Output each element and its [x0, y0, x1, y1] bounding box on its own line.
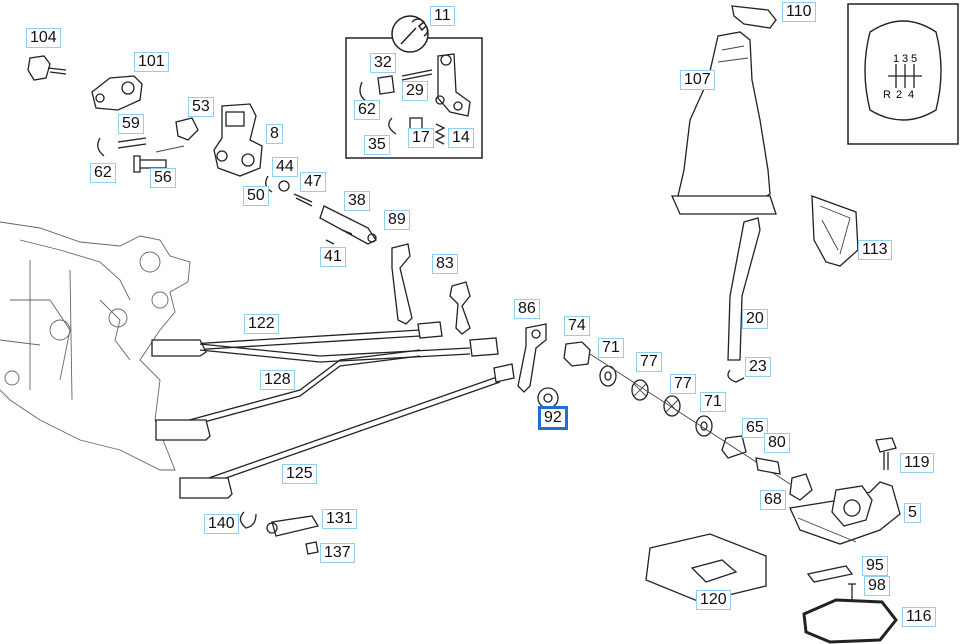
gear-pattern-lines	[888, 64, 922, 88]
callout-83[interactable]: 83	[432, 254, 458, 274]
shaft-38	[319, 205, 377, 245]
plate-95	[806, 565, 854, 583]
gear-bottom-r: R	[883, 89, 891, 101]
callout-71-lower[interactable]: 71	[700, 392, 726, 412]
callout-77-upper[interactable]: 77	[636, 352, 662, 372]
shift-knob-110	[731, 5, 777, 29]
shift-pattern-inset	[847, 3, 959, 145]
bolt-104	[27, 55, 67, 81]
callout-98[interactable]: 98	[864, 576, 890, 596]
callout-71-upper[interactable]: 71	[598, 338, 624, 358]
bracket-101	[91, 75, 143, 111]
callout-80[interactable]: 80	[764, 433, 790, 453]
gear-bottom-4: 4	[908, 89, 914, 101]
shifter-base-5	[789, 473, 901, 545]
cover-120	[645, 533, 767, 603]
pin-80	[755, 457, 781, 475]
gear-top-1: 1	[893, 53, 899, 65]
rod-128	[155, 349, 421, 441]
callout-20[interactable]: 20	[742, 309, 768, 329]
callout-29[interactable]: 29	[402, 81, 428, 101]
callout-131[interactable]: 131	[322, 509, 357, 529]
gasket-116	[802, 598, 898, 644]
callout-50[interactable]: 50	[243, 186, 269, 206]
callout-113[interactable]: 113	[858, 240, 892, 260]
callout-101[interactable]: 101	[134, 52, 169, 72]
callout-122[interactable]: 122	[244, 314, 279, 334]
rod-125	[179, 363, 515, 499]
shift-lever-20	[727, 217, 761, 383]
shift-boot-107	[670, 31, 777, 215]
callout-41[interactable]: 41	[320, 247, 346, 267]
callout-116[interactable]: 116	[902, 607, 936, 627]
gear-top-3: 3	[902, 53, 908, 65]
rod-end-131	[266, 515, 320, 537]
callout-56[interactable]: 56	[150, 168, 176, 188]
callout-128[interactable]: 128	[260, 370, 295, 390]
callout-107[interactable]: 107	[680, 70, 715, 90]
bolt-119	[875, 437, 897, 470]
callout-125[interactable]: 125	[282, 464, 317, 484]
selector-housing-8	[175, 103, 263, 177]
callout-23[interactable]: 23	[745, 357, 771, 377]
callout-38[interactable]: 38	[344, 191, 370, 211]
callout-47[interactable]: 47	[300, 172, 326, 192]
clip-140	[239, 511, 257, 529]
wrench-icon	[400, 18, 429, 45]
callout-8[interactable]: 8	[266, 124, 283, 144]
callout-59[interactable]: 59	[118, 114, 144, 134]
callout-120[interactable]: 120	[696, 590, 731, 610]
callout-89[interactable]: 89	[384, 210, 410, 230]
rod-122	[151, 321, 499, 363]
lever-89	[391, 243, 413, 325]
bushing-92	[537, 387, 559, 409]
callout-95[interactable]: 95	[862, 556, 888, 576]
callout-35[interactable]: 35	[364, 135, 390, 155]
screw-98	[848, 583, 856, 600]
callout-92-selected[interactable]: 92	[538, 406, 568, 430]
gear-top-5: 5	[911, 53, 917, 65]
callout-104[interactable]: 104	[26, 28, 61, 48]
callout-5[interactable]: 5	[904, 503, 921, 523]
callout-74[interactable]: 74	[564, 316, 590, 336]
nut-137	[305, 541, 319, 555]
callout-110[interactable]: 110	[782, 2, 816, 22]
callout-119[interactable]: 119	[900, 453, 934, 473]
lever-86	[517, 323, 547, 393]
callout-17[interactable]: 17	[408, 128, 434, 148]
callout-68[interactable]: 68	[760, 490, 786, 510]
callout-140[interactable]: 140	[204, 514, 239, 534]
callout-32[interactable]: 32	[370, 53, 396, 73]
lever-83	[449, 281, 471, 335]
callout-65[interactable]: 65	[742, 418, 768, 438]
callout-137[interactable]: 137	[320, 543, 355, 563]
callout-86[interactable]: 86	[514, 299, 540, 319]
callout-44[interactable]: 44	[272, 157, 298, 177]
gear-bottom-2: 2	[896, 89, 902, 101]
callout-62-left[interactable]: 62	[90, 163, 116, 183]
small-parts-44-47-50	[265, 175, 313, 207]
callout-62-inset[interactable]: 62	[354, 100, 380, 120]
callout-14[interactable]: 14	[448, 128, 474, 148]
callout-53[interactable]: 53	[188, 97, 214, 117]
callout-11[interactable]: 11	[430, 6, 455, 26]
transmission-housing	[0, 221, 191, 471]
callout-77-lower[interactable]: 77	[670, 374, 696, 394]
bracket-113	[811, 195, 859, 267]
